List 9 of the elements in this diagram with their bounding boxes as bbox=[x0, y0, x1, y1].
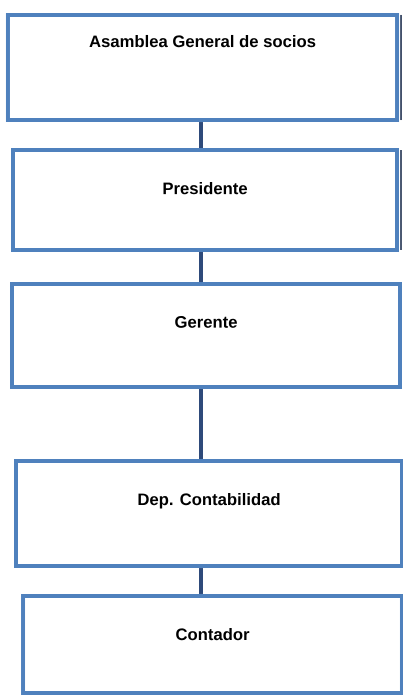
org-box: Dep. Contabilidad bbox=[14, 458, 403, 568]
connector-line bbox=[199, 568, 203, 594]
org-box: Gerente bbox=[10, 282, 402, 389]
connector-line bbox=[199, 122, 203, 148]
org-box: Asamblea General de socios bbox=[6, 12, 402, 122]
connector-line bbox=[199, 388, 203, 459]
connector-line bbox=[199, 252, 203, 282]
org-box: Presidente bbox=[11, 148, 402, 252]
org-box: Contador bbox=[21, 594, 403, 695]
